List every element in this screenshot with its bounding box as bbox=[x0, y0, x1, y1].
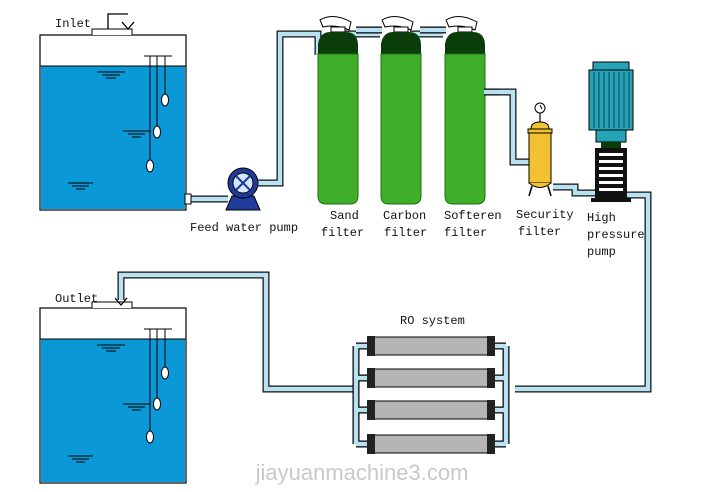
softener-filter bbox=[444, 16, 486, 205]
softener-filter-label-1: Softeren bbox=[444, 209, 502, 223]
ro-membrane bbox=[367, 368, 495, 388]
ro-system-label: RO system bbox=[400, 314, 465, 328]
watermark: jiayuanmachine3.com bbox=[255, 460, 469, 485]
sand-filter-label-2: filter bbox=[321, 226, 364, 240]
security-filter-label-1: Security bbox=[516, 208, 574, 222]
high-pressure-pump-icon bbox=[588, 61, 634, 202]
softener-filter-label-2: filter bbox=[444, 226, 487, 240]
feed-water-pump-icon bbox=[225, 167, 261, 211]
inlet-label: Inlet bbox=[55, 17, 91, 31]
security-filter bbox=[527, 102, 553, 197]
carbon-filter-label-2: filter bbox=[384, 226, 427, 240]
outlet-label: Outlet bbox=[55, 292, 98, 306]
high-pressure-pump-label-3: pump bbox=[587, 245, 616, 259]
high-pressure-pump-label-1: High bbox=[587, 211, 616, 225]
carbon-filter-label-1: Carbon bbox=[383, 209, 426, 223]
security-filter-label-2: filter bbox=[518, 225, 561, 239]
high-pressure-pump-label-2: pressure bbox=[587, 228, 645, 242]
sand-filter-label-1: Sand bbox=[330, 209, 359, 223]
ro-system bbox=[352, 336, 510, 454]
ro-membrane bbox=[367, 400, 495, 420]
ro-membrane bbox=[367, 336, 495, 356]
carbon-filter bbox=[380, 16, 422, 205]
sand-filter bbox=[317, 16, 359, 205]
inlet-tank bbox=[39, 13, 192, 211]
ro-membrane bbox=[367, 434, 495, 454]
filter-connectors-fill bbox=[356, 27, 500, 95]
feed-water-pump-label: Feed water pump bbox=[190, 221, 298, 235]
outlet-tank bbox=[39, 297, 187, 484]
